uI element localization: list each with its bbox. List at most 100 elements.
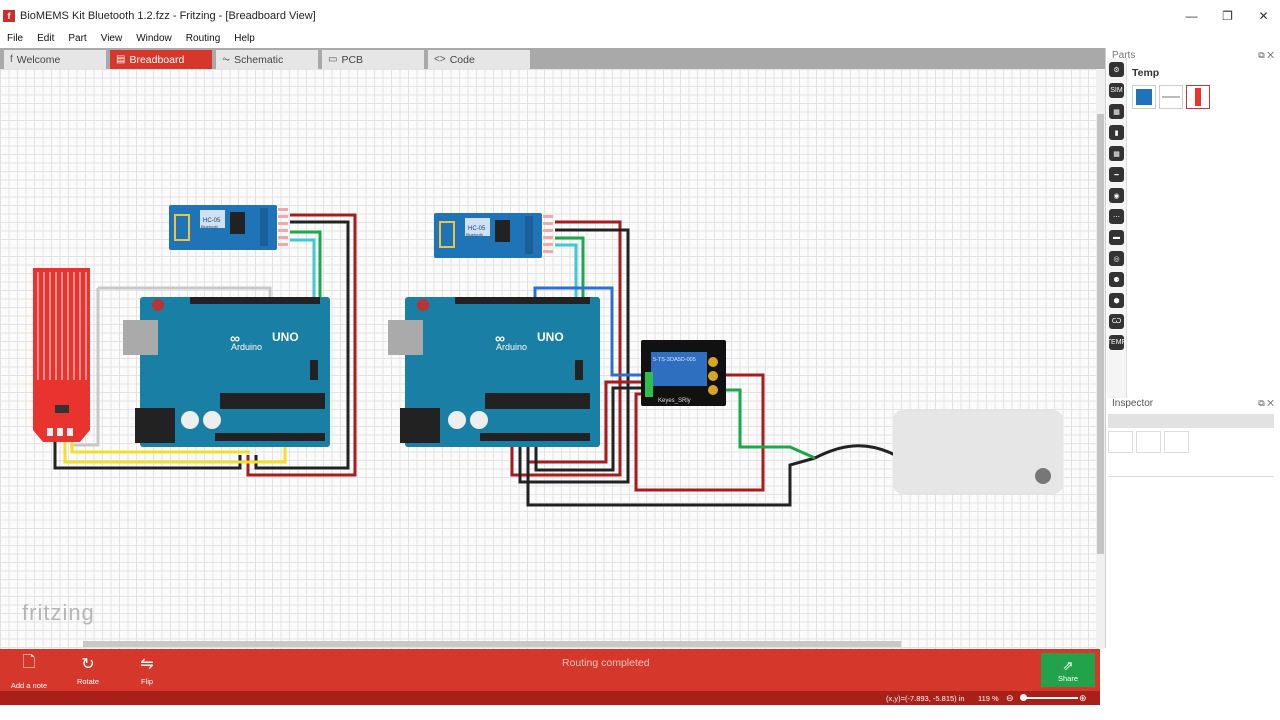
menu-part[interactable]: Part — [68, 32, 87, 44]
cursor-coordinates: (x,y)=(-7.893, -5.815) in — [886, 694, 965, 703]
chip-bin-icon[interactable]: ▦ — [1109, 104, 1124, 119]
add-note-button[interactable]: 🗋 Add a note — [4, 649, 54, 691]
note-icon: 🗋 — [22, 653, 36, 671]
power-device[interactable] — [893, 410, 1063, 494]
status-bar: (x,y)=(-7.893, -5.815) in 119 % ⊖ ⊕ — [0, 691, 1100, 705]
add-note-label: Add a note — [10, 680, 48, 690]
zoom-level[interactable]: 119 % — [978, 694, 999, 703]
close-button[interactable]: ✕ — [1258, 8, 1269, 23]
rotate-label: Rotate — [76, 677, 100, 686]
rotate-button[interactable]: ↻ Rotate — [63, 649, 113, 691]
antenna-bin-icon[interactable]: ◎ — [1109, 251, 1124, 266]
inspector-title: Inspector — [1112, 398, 1154, 409]
parts-bin-list: ⚙ SIM ▦ ▮ ▦ ━ ◉ ⋯ ▬ ◎ ⚈ ⬢ Ѡ TEMP — [1107, 58, 1127, 398]
inspector-view-1 — [1108, 431, 1133, 453]
hc05-label: HC-05 — [468, 226, 486, 232]
share-icon: ⇗ — [1062, 657, 1074, 673]
flip-icon: ⇋ — [140, 656, 154, 673]
rotate-icon: ↻ — [81, 656, 95, 673]
arduino-model: UNO — [272, 330, 299, 344]
maximize-button[interactable]: ❐ — [1222, 8, 1233, 23]
tab-label: Welcome — [16, 53, 61, 66]
arduino-uno-right[interactable]: Arduino UNO ∞ — [388, 297, 600, 447]
wires-left[interactable] — [53, 213, 357, 477]
inspector-float-close-icon[interactable]: ⧉ ✕ — [1258, 398, 1274, 408]
fritzing-logo-icon: f — [3, 9, 15, 22]
status-spacer — [1100, 691, 1280, 720]
code-icon: <> — [434, 54, 446, 65]
more-bin-icon[interactable]: ⋯ — [1109, 209, 1124, 224]
hc05-sublabel: Bluetooth — [466, 232, 483, 237]
bin-title: Temp — [1132, 67, 1160, 79]
parts-panel-title: Parts — [1112, 50, 1136, 61]
minimize-button[interactable]: — — [1185, 8, 1198, 23]
zoom-in-icon[interactable]: ⊕ — [1079, 693, 1087, 703]
tab-label: PCB — [341, 53, 364, 66]
tab-breadboard[interactable]: ▤Breadboard — [110, 50, 212, 69]
menu-view[interactable]: View — [100, 32, 123, 44]
ic-bin-icon[interactable]: ▦ — [1109, 146, 1124, 161]
core-bin-icon[interactable]: ⚙ — [1109, 62, 1124, 77]
sensor-bin-icon[interactable]: ▮ — [1109, 125, 1124, 140]
module-bin-icon[interactable]: ◉ — [1109, 188, 1124, 203]
menu-help[interactable]: Help — [234, 32, 255, 44]
zoom-out-icon[interactable]: ⊖ — [1006, 693, 1014, 703]
hc05-module-left[interactable]: HC-05 Bluetooth — [169, 205, 288, 250]
tab-label: Code — [449, 53, 475, 66]
inspector-view-2 — [1136, 431, 1161, 453]
hex-bin-icon[interactable]: ⬢ — [1109, 293, 1124, 308]
share-button[interactable]: ⇗ Share — [1041, 653, 1095, 687]
pcb-icon: ▭ — [328, 54, 338, 65]
menu-file[interactable]: File — [7, 32, 24, 44]
hc05-label: HC-05 — [203, 218, 221, 224]
sim-bin-icon[interactable]: SIM — [1109, 83, 1124, 98]
arduino-model: UNO — [537, 330, 564, 344]
window-title: BioMEMS Kit Bluetooth 1.2.fzz - Fritzing… — [20, 9, 316, 22]
part-tile-wire[interactable] — [1159, 85, 1183, 109]
arduino-uno-left[interactable]: Arduino UNO ∞ — [123, 297, 330, 447]
part-tile-hc05[interactable] — [1132, 85, 1156, 109]
breadboard-canvas[interactable]: HC-05 Bluetooth HC-05 Bluetooth — [0, 69, 1100, 649]
vertical-scrollbar[interactable] — [1096, 69, 1105, 649]
board-bin-icon[interactable]: ▬ — [1109, 230, 1124, 245]
part-tile-sensor[interactable] — [1186, 85, 1210, 109]
hc05-sublabel: Bluetooth — [201, 224, 218, 229]
tab-code[interactable]: <>Code — [428, 50, 530, 69]
tab-schematic[interactable]: ⏦Schematic — [216, 50, 318, 69]
bottom-toolbar: 🗋 Add a note ↻ Rotate ⇋ Flip Routing com… — [0, 649, 1100, 691]
temp-bin-icon[interactable]: TEMP — [1107, 335, 1126, 350]
wearable-bin-icon[interactable]: Ѡ — [1109, 314, 1124, 329]
panel-float-close-icon[interactable]: ⧉ ✕ — [1258, 50, 1274, 60]
zoom-slider[interactable] — [1020, 697, 1078, 699]
menu-edit[interactable]: Edit — [37, 32, 55, 44]
share-label: Share — [1057, 673, 1078, 683]
wires-right[interactable] — [510, 220, 896, 507]
arduino-brand: Arduino — [231, 342, 262, 352]
horizontal-scrollbar[interactable] — [83, 641, 901, 647]
tab-pcb[interactable]: ▭PCB — [322, 50, 424, 69]
fritzing-watermark: fritzing — [22, 600, 95, 625]
routing-status: Routing completed — [562, 657, 650, 669]
schematic-icon: ⏦ — [222, 54, 231, 65]
title-bar: f BioMEMS Kit Bluetooth 1.2.fzz - Fritzi… — [0, 0, 1280, 31]
relay-module[interactable]: 5-TS-3OA5D-005 Keyes_SRly — [641, 340, 726, 406]
svg-text:∞: ∞ — [495, 330, 505, 346]
water-level-sensor[interactable] — [33, 268, 90, 442]
inspector-view-3 — [1164, 431, 1189, 453]
menu-bar: File Edit Part View Window Routing Help — [0, 31, 1105, 45]
scroll-thumb[interactable] — [1097, 114, 1104, 554]
menu-routing[interactable]: Routing — [185, 32, 221, 44]
connector-bin-icon[interactable]: ━ — [1109, 167, 1124, 182]
inspector-title-field[interactable] — [1108, 414, 1274, 428]
relay-part-number: 5-TS-3OA5D-005 — [653, 357, 696, 363]
breadboard-icon: ▤ — [116, 54, 126, 65]
motor-bin-icon[interactable]: ⚈ — [1109, 272, 1124, 287]
flip-button[interactable]: ⇋ Flip — [122, 649, 172, 691]
right-panel: Parts ⧉ ✕ ⚙ SIM ▦ ▮ ▦ ━ ◉ ⋯ ▬ ◎ ⚈ ⬢ Ѡ TE… — [1105, 48, 1280, 648]
svg-text:∞: ∞ — [230, 330, 240, 346]
window-controls: — ❐ ✕ — [1172, 0, 1280, 31]
hc05-module-right[interactable]: HC-05 Bluetooth — [434, 213, 553, 258]
menu-window[interactable]: Window — [136, 32, 172, 44]
zoom-slider-handle[interactable] — [1020, 694, 1027, 701]
